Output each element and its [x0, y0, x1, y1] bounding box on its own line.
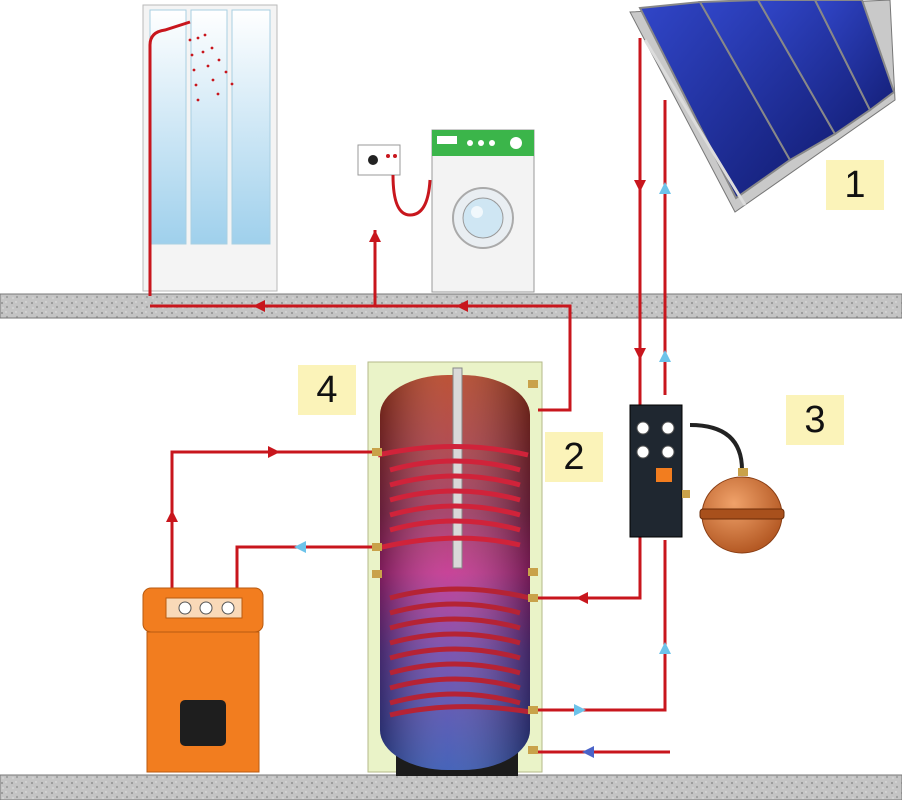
arrow-up-blue: [659, 642, 671, 654]
arrow-up-blue: [659, 350, 671, 362]
label-tank-body: 4: [298, 365, 356, 415]
arrow-right-blue: [574, 704, 586, 716]
arrow-up-red: [369, 230, 381, 242]
arrow-up-blue: [659, 182, 671, 194]
arrow-down-red: [634, 348, 646, 360]
boiler-icon: [143, 588, 263, 772]
arrow-left-blue: [294, 541, 306, 553]
arrow-right-red: [268, 446, 280, 458]
arrow-up-red: [166, 510, 178, 522]
boiler-circuit-pipe: [172, 452, 372, 592]
label-pump-station: 3: [786, 395, 844, 445]
label-tank: 2: [545, 432, 603, 482]
lower-floor-slab: [0, 775, 902, 800]
arrow-left-blue: [582, 746, 594, 758]
shower-cabin-icon: [143, 5, 277, 296]
washing-machine-icon: [432, 130, 534, 292]
arrow-down-red: [634, 180, 646, 192]
wall-socket-icon: [358, 145, 430, 215]
arrow-left-red: [576, 592, 588, 604]
storage-tank-icon: [372, 368, 538, 770]
expansion-vessel-icon: [700, 468, 784, 553]
pump-station-icon: [630, 405, 690, 537]
label-collector: 1: [826, 160, 884, 210]
